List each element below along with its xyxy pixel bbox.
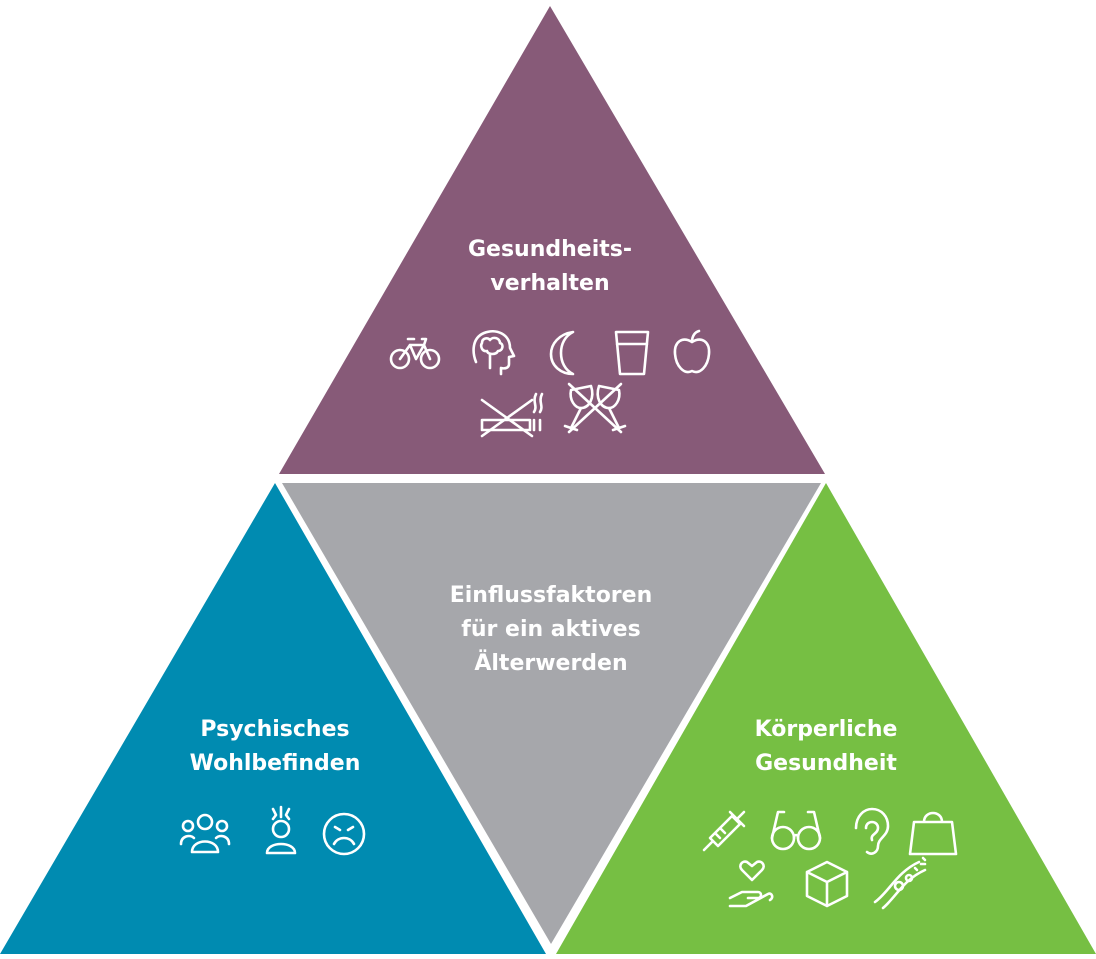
right-label: Körperliche Gesundheit xyxy=(720,713,932,781)
top-label-line-1: Gesundheits- xyxy=(467,237,632,262)
weight-icon xyxy=(908,811,958,856)
bicycle-icon xyxy=(389,337,441,370)
left-label-line-1: Psychisches xyxy=(200,717,350,742)
moon-icon xyxy=(549,330,575,376)
ear-icon xyxy=(854,807,890,855)
brain-head-icon xyxy=(472,329,516,376)
center-label-line-2: für ein aktives xyxy=(461,617,641,642)
top-label-line-2: verhalten xyxy=(490,271,610,296)
left-label: Psychisches Wohlbefinden xyxy=(160,713,390,781)
blood-vessel-icon xyxy=(873,856,927,910)
social-group-icon xyxy=(179,813,231,854)
glass-icon xyxy=(614,330,650,376)
stress-person-icon xyxy=(265,805,297,855)
box-icon xyxy=(805,860,849,908)
glasses-icon xyxy=(770,810,822,851)
triangle-left xyxy=(0,483,546,954)
triangle-right xyxy=(556,483,1096,954)
sad-face-icon xyxy=(322,812,366,856)
center-label-line-3: Älterwerden xyxy=(474,651,628,676)
right-label-line-1: Körperliche xyxy=(754,717,898,742)
center-label: Einflussfaktoren für ein aktives Älterwe… xyxy=(420,579,682,681)
triangle-center xyxy=(282,483,821,944)
heart-hand-icon xyxy=(728,860,774,908)
no-alcohol-icon xyxy=(563,382,627,434)
top-label: Gesundheits- verhalten xyxy=(450,233,650,301)
syringe-icon xyxy=(702,810,746,852)
apple-icon xyxy=(673,329,711,374)
left-label-line-2: Wohlbefinden xyxy=(189,751,361,776)
center-label-line-1: Einflussfaktoren xyxy=(449,583,653,608)
no-smoking-icon xyxy=(480,392,544,438)
right-label-line-2: Gesundheit xyxy=(755,751,897,776)
